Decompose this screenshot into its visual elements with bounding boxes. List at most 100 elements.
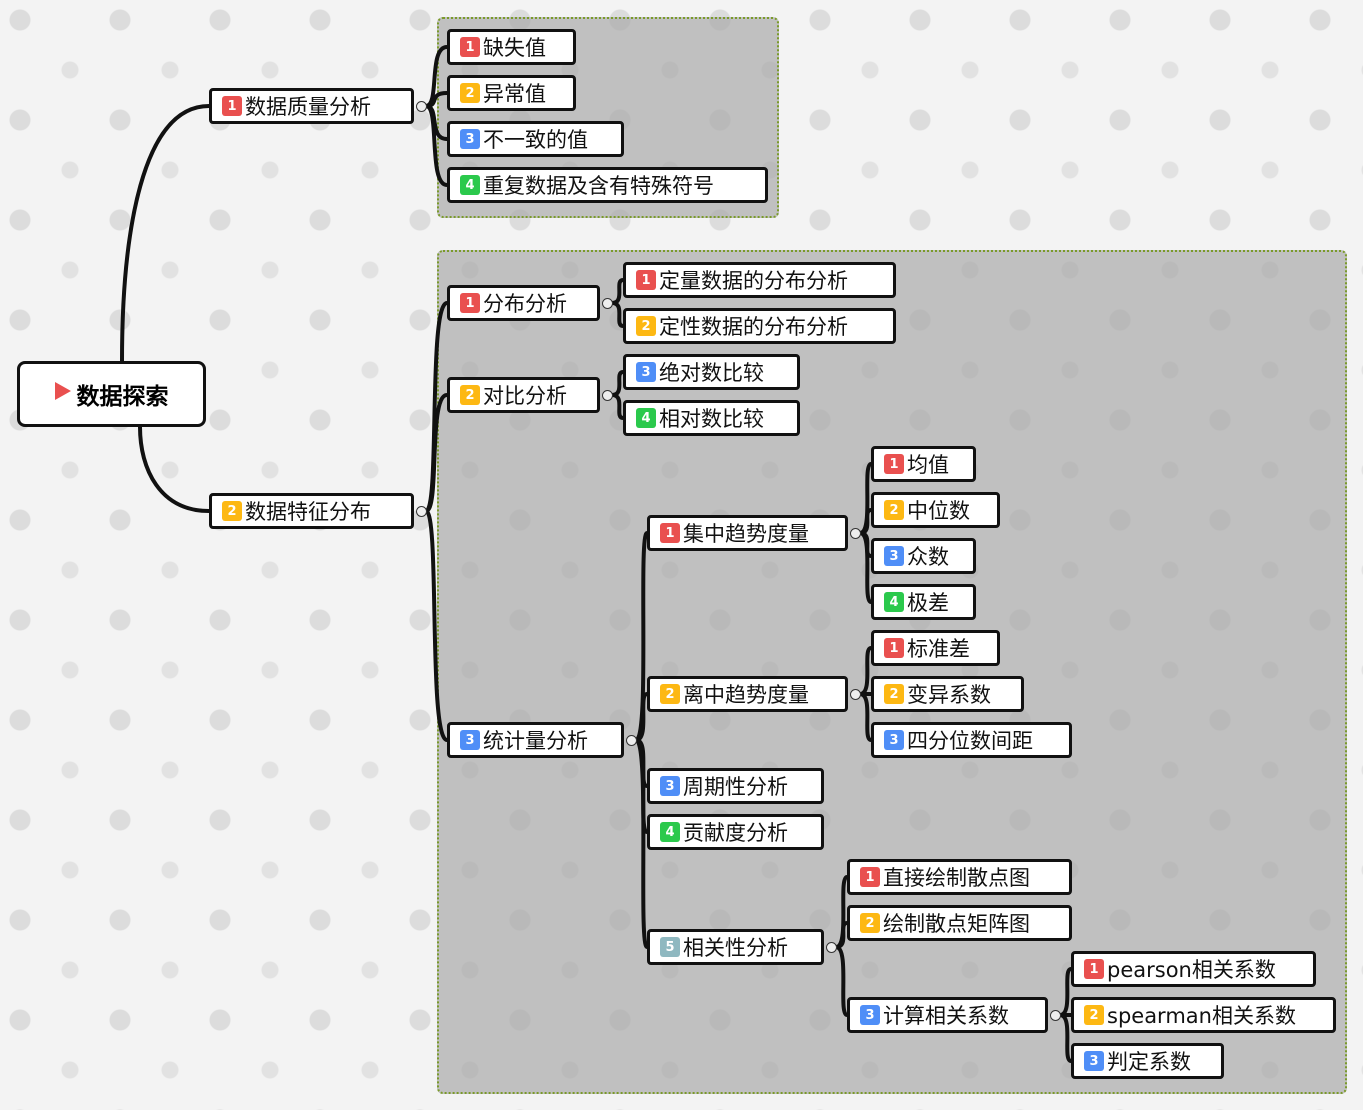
topic-label: 重复数据及含有特殊符号 [483, 174, 714, 198]
priority-2-icon: 2 [860, 913, 880, 933]
priority-1-icon: 1 [460, 37, 480, 57]
priority-2-icon: 2 [460, 385, 480, 405]
connector [425, 91, 448, 108]
flag-icon [54, 382, 71, 400]
topic-label: 变异系数 [907, 683, 991, 707]
priority-3-icon: 3 [460, 129, 480, 149]
topic-label: pearson相关系数 [1107, 958, 1276, 982]
connector [859, 692, 873, 742]
connector [835, 921, 848, 949]
collapse-toggle-icon[interactable] [826, 942, 837, 953]
connector [859, 531, 873, 604]
topic-label: 相对数比较 [659, 407, 764, 431]
topic-label: 四分位数间距 [907, 729, 1033, 753]
priority-3-icon: 3 [884, 730, 904, 750]
priority-3-icon: 3 [636, 362, 656, 382]
topic-label: 极差 [907, 591, 949, 615]
priority-1-icon: 1 [660, 523, 680, 543]
priority-1-icon: 1 [884, 638, 904, 658]
topic-label: 定性数据的分布分析 [659, 315, 848, 339]
priority-1-icon: 1 [860, 867, 880, 887]
priority-3-icon: 3 [884, 546, 904, 566]
topic-label: 均值 [907, 453, 949, 477]
collapse-toggle-icon[interactable] [850, 528, 861, 539]
root-topic[interactable]: 数据探索 [17, 361, 206, 427]
priority-2-icon: 2 [884, 684, 904, 704]
topic-label: 众数 [907, 545, 949, 569]
topic-label: 离中趋势度量 [683, 683, 809, 707]
topic-label: 贡献度分析 [683, 821, 788, 845]
connector [611, 370, 624, 397]
collapse-toggle-icon[interactable] [1050, 1010, 1061, 1021]
connector [611, 301, 624, 328]
collapse-toggle-icon[interactable] [626, 735, 637, 746]
priority-3-icon: 3 [1084, 1051, 1104, 1071]
collapse-toggle-icon[interactable] [602, 298, 613, 309]
connector [424, 393, 448, 513]
priority-2-icon: 2 [636, 316, 656, 336]
topic-label: 缺失值 [483, 36, 546, 60]
topic-label: 不一致的值 [483, 128, 588, 152]
collapse-toggle-icon[interactable] [850, 689, 861, 700]
topic-label: 绝对数比较 [659, 361, 764, 385]
connector [634, 738, 649, 949]
connector [1059, 1013, 1073, 1063]
connector [120, 104, 210, 362]
connector [859, 508, 872, 535]
priority-3-icon: 3 [860, 1005, 880, 1025]
priority-2-icon: 2 [884, 500, 904, 520]
collapse-toggle-icon[interactable] [416, 506, 427, 517]
priority-3-icon: 3 [460, 730, 480, 750]
topic-label: 绘制散点矩阵图 [883, 912, 1030, 936]
priority-2-icon: 2 [660, 684, 680, 704]
priority-4-icon: 4 [884, 592, 904, 612]
topic-label: 对比分析 [483, 384, 567, 408]
topic-label: 异常值 [483, 82, 546, 106]
topic-label: 集中趋势度量 [683, 522, 809, 546]
priority-2-icon: 2 [1084, 1005, 1104, 1025]
priority-2-icon: 2 [222, 501, 242, 521]
priority-1-icon: 1 [460, 293, 480, 313]
connector [425, 104, 448, 187]
collapse-toggle-icon[interactable] [416, 101, 427, 112]
collapse-toggle-icon[interactable] [602, 390, 613, 401]
connector [634, 531, 649, 742]
priority-4-icon: 4 [460, 175, 480, 195]
connector [424, 509, 449, 742]
topic-label: 相关性分析 [683, 936, 788, 960]
connector [611, 278, 624, 305]
connector [1059, 967, 1073, 1017]
